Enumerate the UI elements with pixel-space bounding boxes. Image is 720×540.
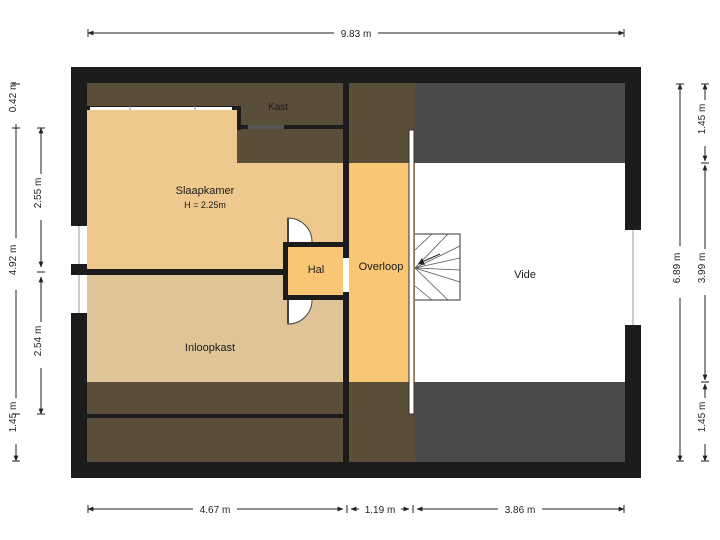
- dimension-right-inner: 1.45 m 3.99 m 1.45 m: [697, 83, 712, 462]
- dimension-label-left-upper: 2.55 m: [33, 178, 44, 209]
- dimension-label-left-top: 0.42 m: [8, 82, 19, 113]
- wall-kast-vertical: [237, 106, 241, 130]
- dimension-label-top-total: 9.83 m: [341, 29, 372, 40]
- dimension-left-inner: 2.55 m 2.54 m: [33, 127, 48, 415]
- dimension-label-right-outer: 6.89 m: [672, 253, 683, 284]
- wall-low-bottom-left: [87, 414, 345, 418]
- room-label-hal: Hal: [308, 264, 325, 276]
- skylight-strip: [90, 107, 232, 110]
- dimension-label-left-outer: 4.92 m: [8, 245, 19, 276]
- wall-hal-left: [283, 242, 288, 300]
- room-label-slaapkamer: Slaapkamer: [176, 185, 235, 197]
- room-label-kast: Kast: [268, 102, 288, 113]
- wall-hal-bottom: [283, 295, 343, 300]
- dimension-right-outer: 6.89 m: [672, 83, 687, 462]
- kast-door: [248, 125, 284, 129]
- dimension-bottom: 4.67 m 1.19 m 3.86 m: [87, 502, 625, 516]
- low-roof-zone-right-top: [415, 83, 625, 163]
- dimension-top: 9.83 m: [87, 26, 625, 40]
- wall-kast-horizontal: [237, 125, 345, 129]
- hal-door-opening: [343, 258, 349, 292]
- dimension-left-outer: 4.92 m 0.42 m 1.45 m: [8, 78, 23, 462]
- dimension-label-right-mid: 3.99 m: [697, 253, 708, 284]
- dimension-label-left-lower: 2.54 m: [33, 326, 44, 357]
- dimension-label-right-bottom: 1.45 m: [697, 402, 708, 433]
- railing: [408, 129, 415, 415]
- dimension-ticks: [12, 29, 709, 513]
- slaapkamer-floor: [87, 110, 237, 270]
- overloop-floor: [349, 163, 415, 382]
- room-label-vide: Vide: [514, 269, 536, 281]
- hal-floor: [288, 247, 343, 295]
- room-label-inloopkast: Inloopkast: [185, 342, 235, 354]
- low-roof-zone-mid-bottom: [349, 382, 415, 462]
- low-roof-zone-mid-top: [349, 83, 415, 163]
- dimension-label-right-top: 1.45 m: [697, 104, 708, 135]
- dimension-label-bottom-left: 4.67 m: [200, 505, 231, 516]
- wall-slaapkamer-inloopkast: [87, 269, 283, 275]
- low-roof-zone-left-bottom: [87, 382, 345, 462]
- wall-hal-top: [283, 242, 343, 247]
- staircase: [414, 233, 461, 301]
- low-roof-zone-right-bottom: [415, 382, 625, 462]
- room-label-slaapkamer-height: H = 2.25m: [184, 200, 226, 210]
- dimension-label-bottom-mid: 1.19 m: [365, 505, 396, 516]
- dimension-label-left-bottom: 1.45 m: [8, 402, 19, 433]
- dimension-label-bottom-right: 3.86 m: [505, 505, 536, 516]
- room-label-overloop: Overloop: [359, 261, 404, 273]
